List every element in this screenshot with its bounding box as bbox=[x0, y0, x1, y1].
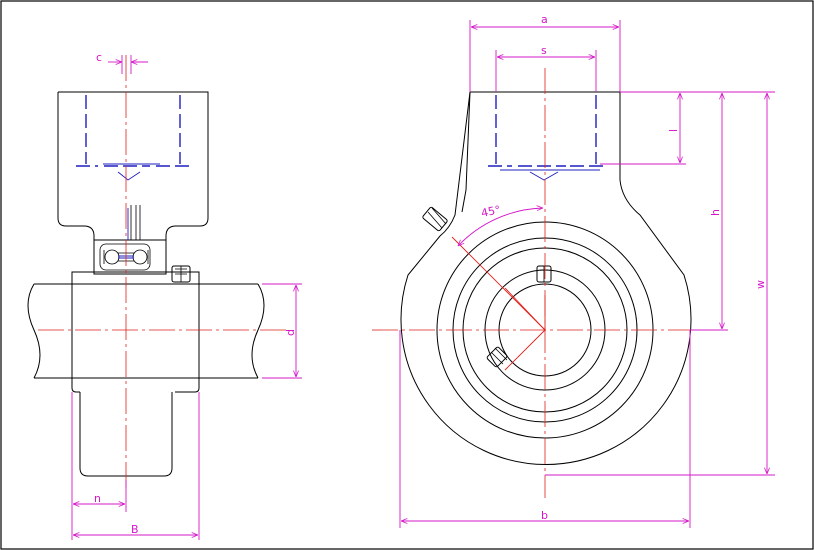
ball-right bbox=[132, 249, 148, 265]
dim-n-B-extensions bbox=[71, 392, 200, 540]
grease-nipple bbox=[422, 206, 448, 232]
grease-nipple-lines bbox=[427, 207, 447, 229]
set-screw-details bbox=[175, 266, 187, 282]
dim-c-label: c bbox=[96, 51, 102, 64]
housing-outline bbox=[400, 91, 692, 465]
dim-B-label: B bbox=[131, 523, 139, 536]
set-screw-lower-detail bbox=[490, 347, 508, 365]
front-view bbox=[372, 68, 718, 498]
set-screw-lower bbox=[486, 346, 508, 368]
grease-nipple-body bbox=[422, 206, 448, 232]
housing-shank bbox=[71, 284, 200, 477]
dim-l-label: l bbox=[667, 129, 680, 132]
dim-b-label: b bbox=[541, 509, 548, 522]
angle-arc bbox=[458, 208, 543, 246]
angle-leg-45 bbox=[451, 236, 546, 331]
side-hidden-cone bbox=[117, 171, 141, 181]
screw-axis-lines bbox=[504, 287, 546, 371]
dim-n-label: n bbox=[94, 492, 101, 505]
dim-s-label: s bbox=[541, 44, 547, 57]
front-hidden-bore bbox=[488, 95, 605, 167]
dim-d-extensions bbox=[262, 283, 302, 379]
front-view-dimensions: a s l h w b 45° bbox=[399, 13, 775, 528]
housing-head bbox=[57, 91, 209, 248]
side-hidden-bore bbox=[76, 95, 190, 167]
side-view-dimensions: c d n B bbox=[71, 51, 302, 540]
dim-w-label: w bbox=[754, 280, 767, 289]
shaft bbox=[27, 283, 265, 379]
bearing-details bbox=[103, 250, 149, 264]
front-hidden-cone bbox=[529, 171, 559, 181]
head-inner-edge bbox=[461, 91, 471, 213]
dim-a-extensions bbox=[469, 20, 621, 92]
side-view bbox=[27, 55, 290, 490]
angle-label: 45° bbox=[480, 203, 502, 220]
fitting-shank bbox=[130, 205, 141, 240]
dim-b-extensions bbox=[399, 330, 691, 528]
dim-h-label: h bbox=[709, 209, 722, 216]
dim-s-extensions bbox=[495, 50, 597, 92]
bearing-ring bbox=[99, 243, 151, 271]
bearing-insert bbox=[93, 239, 167, 275]
ball-left bbox=[104, 249, 120, 265]
dim-a-label: a bbox=[541, 13, 548, 26]
dim-c-extensions bbox=[121, 55, 132, 74]
set-screw-top-detail bbox=[540, 266, 548, 282]
dim-d-label: d bbox=[284, 329, 297, 336]
